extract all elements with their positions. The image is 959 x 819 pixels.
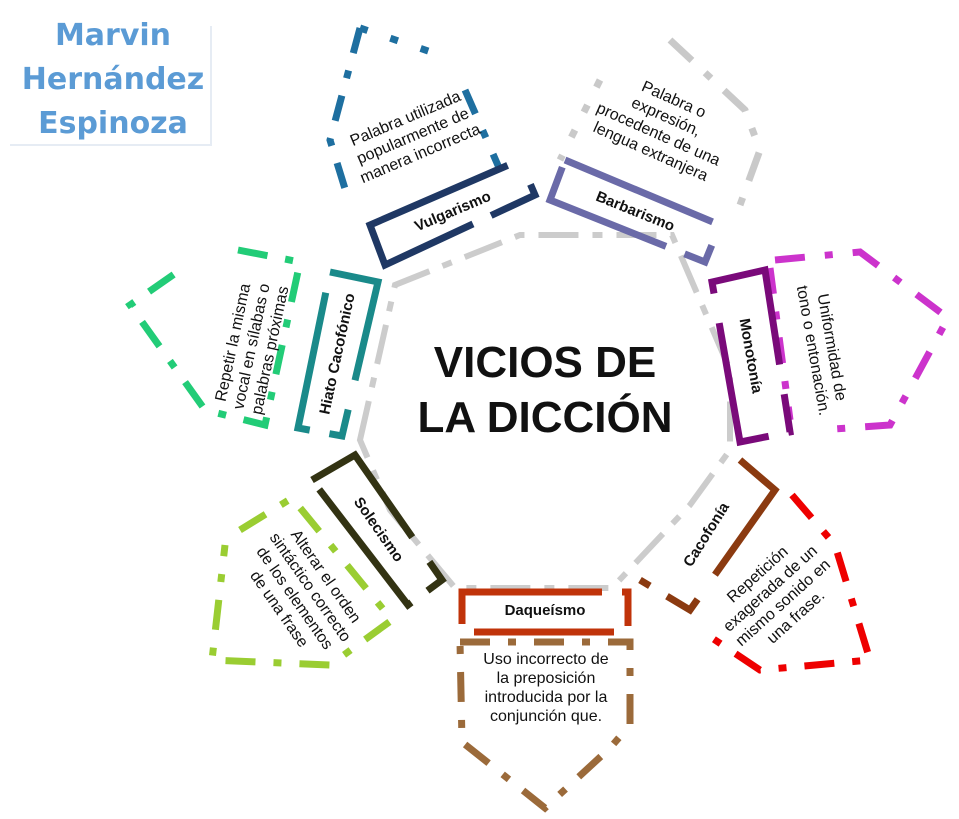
desc-daqueismo: Uso incorrecto de la preposición introdu…: [483, 651, 609, 725]
daqueismo-frame: [456, 588, 634, 813]
author-name: Marvin Hernández Espinoza: [18, 14, 208, 146]
vulgarismo-frame: [326, 24, 540, 270]
author-line-1: Marvin: [54, 18, 172, 53]
title-line-2: LA DICCIÓN: [417, 393, 673, 442]
title-line-1: VICIOS DE: [433, 338, 657, 387]
solecismo-frame: [208, 450, 447, 669]
barbarismo-frame: [545, 37, 764, 267]
label-daqueismo: Daqueísmo: [504, 602, 586, 619]
author-line-3: Espinoza: [38, 106, 188, 141]
cacofonia-frame: [638, 457, 875, 674]
author-line-2: Hernández: [21, 62, 205, 97]
monotonia-frame: [707, 248, 953, 447]
author-frame: [10, 26, 212, 146]
diagram-title: VICIOS DE LA DICCIÓN: [400, 335, 690, 445]
hiato-frame: [125, 246, 383, 441]
